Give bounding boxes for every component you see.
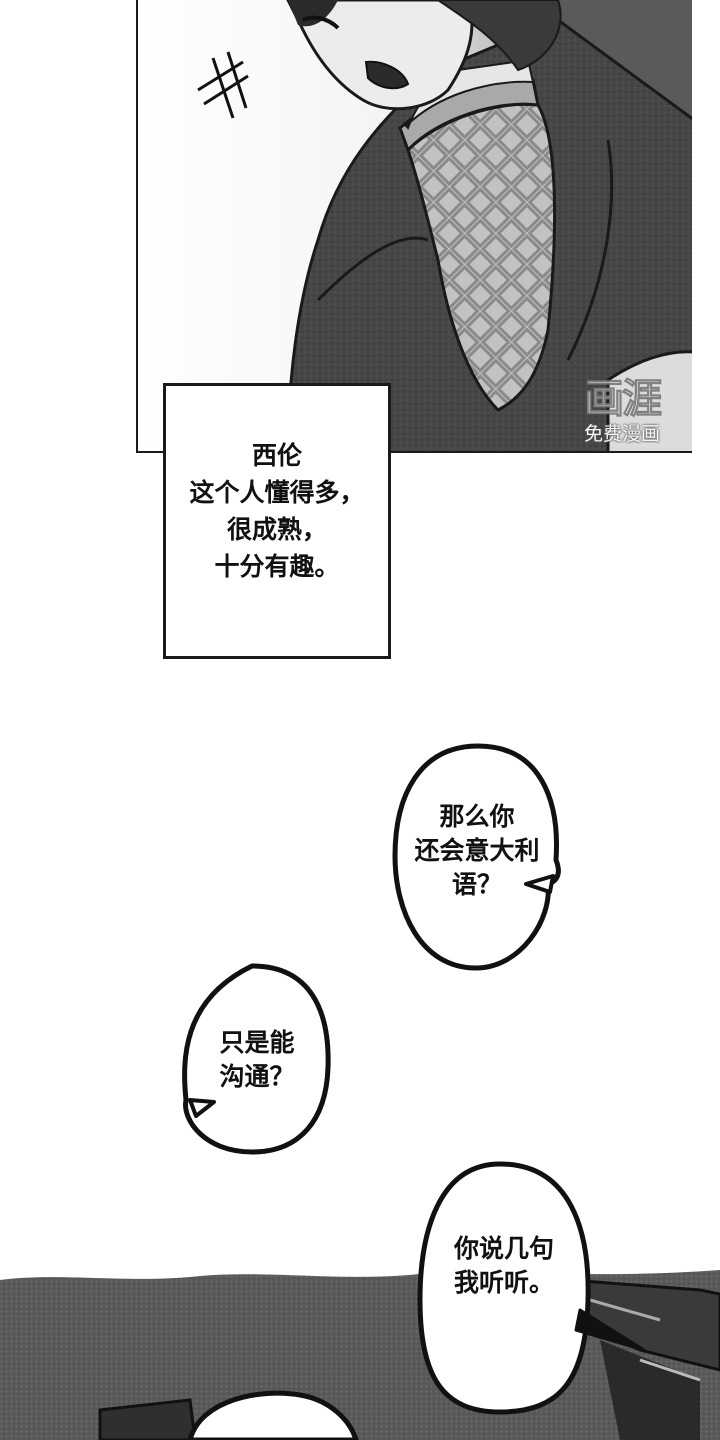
speech-bubble-2-text: 只是能 沟通？ (219, 1028, 295, 1091)
top-panel (136, 0, 692, 453)
character-illustration (138, 0, 692, 451)
watermark: 画涯 免费漫画 (560, 376, 684, 452)
narration-box: 西伦 这个人懂得多， 很成熟， 十分有趣。 (163, 383, 391, 659)
speech-bubble-3-text: 你说几句 我听听。 (453, 1234, 554, 1297)
speech-bubble-3 (417, 1161, 646, 1415)
speech-bubble-1 (392, 743, 561, 971)
watermark-logo: 画涯 (584, 376, 663, 423)
narration-text: 西伦 这个人懂得多， 很成熟， 十分有趣。 (189, 441, 365, 581)
speech-bubble-2 (182, 963, 331, 1155)
watermark-text: 免费漫画 (583, 423, 660, 445)
speech-bubble-1-text: 那么你 还会意大利 语？ (414, 802, 540, 899)
speech-bubble-partial (187, 1390, 359, 1440)
